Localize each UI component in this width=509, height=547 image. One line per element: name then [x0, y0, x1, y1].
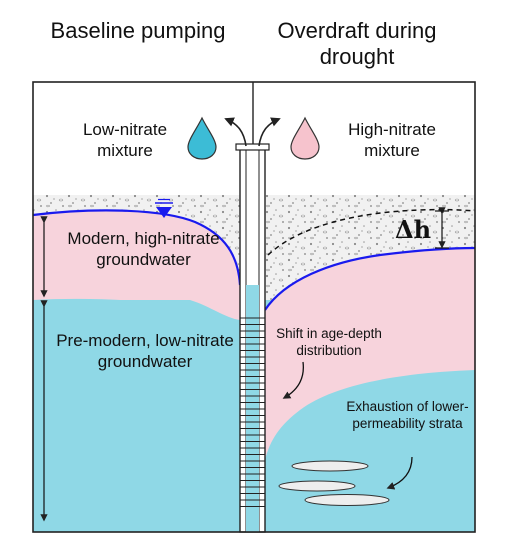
low-permeability-lens-1 — [291, 460, 369, 472]
premodern-groundwater-left — [33, 298, 240, 532]
water-table-left — [32, 209, 242, 286]
low-nitrate-mixture-label: Low-nitrate mixture — [82, 120, 168, 160]
outflow-arrow-right — [258, 117, 281, 147]
delta-h-label: Δh — [394, 215, 432, 244]
low-permeability-lens-2 — [278, 480, 356, 492]
shift-arrow — [282, 361, 304, 399]
water-table-right — [264, 246, 476, 311]
title-overdraft: Overdraft during drought — [277, 18, 437, 69]
high-nitrate-droplet-icon — [290, 116, 320, 160]
original-water-table-dashed — [267, 208, 476, 256]
exhaustion-arrow — [386, 456, 413, 490]
water-table-symbol-icon — [156, 207, 172, 218]
low-nitrate-droplet-icon — [187, 116, 217, 160]
exhaustion-label: Exhaustion of lower-permeability strata — [346, 399, 469, 431]
well-cap — [235, 143, 270, 151]
diagram-frame — [32, 81, 476, 533]
high-nitrate-mixture-label: High-nitrate mixture — [348, 120, 436, 160]
title-baseline: Baseline pumping — [50, 18, 226, 43]
shift-label: Shift in age-depth distribution — [276, 326, 382, 358]
modern-groundwater-left — [33, 210, 240, 320]
low-permeability-lens-3 — [304, 494, 390, 506]
outflow-arrow-left — [224, 117, 247, 147]
well-screen — [240, 317, 265, 507]
modern-groundwater-label: Modern, high-nitrate groundwater — [67, 229, 220, 269]
premodern-groundwater-label: Pre-modern, low-nitrate groundwater — [56, 331, 234, 371]
modern-groundwater-right — [265, 248, 475, 460]
